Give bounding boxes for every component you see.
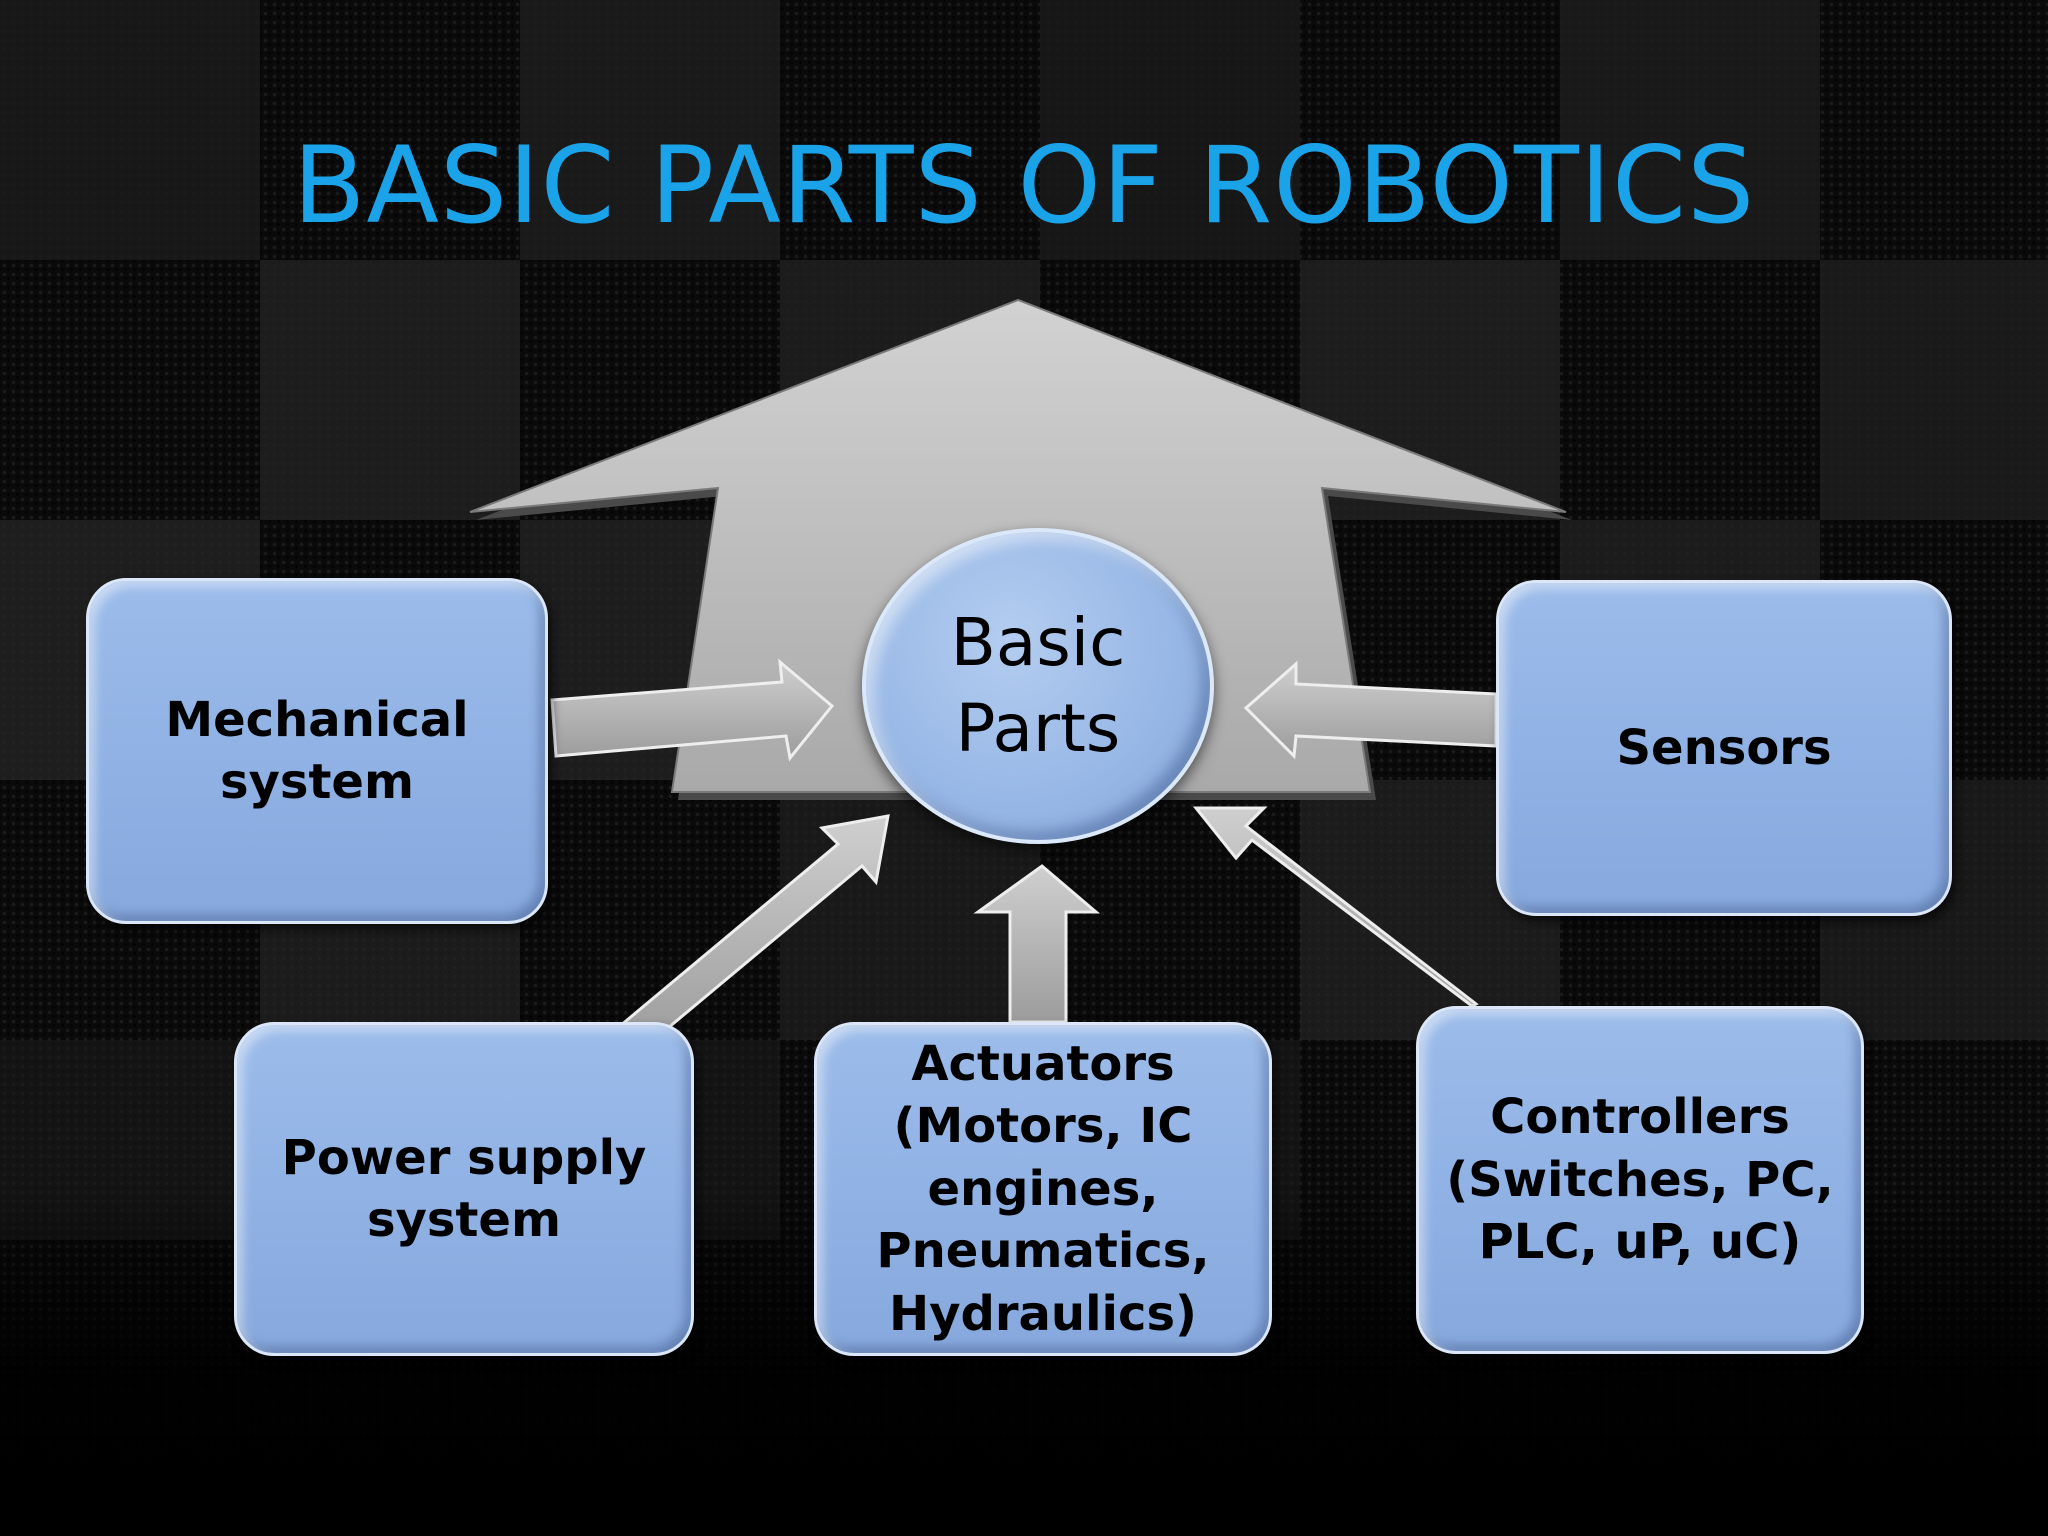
node-power-label: Power supply system xyxy=(281,1129,647,1248)
arrow-mechanical-to-center xyxy=(550,658,835,762)
node-power-supply-system: Power supply system xyxy=(234,1022,694,1356)
center-node-label: Basic Parts xyxy=(950,604,1126,767)
node-actuators: Actuators (Motors, IC engines, Pneumatic… xyxy=(814,1022,1272,1356)
node-mechanical-label: Mechanical system xyxy=(165,691,469,810)
arrow-sensors-to-center xyxy=(1243,660,1498,760)
node-sensors-label: Sensors xyxy=(1616,719,1832,776)
arrow-controllers-to-center xyxy=(1192,806,1479,1008)
node-actuators-label: Actuators (Motors, IC engines, Pneumatic… xyxy=(876,1036,1210,1342)
center-node-basic-parts: Basic Parts xyxy=(862,528,1214,844)
node-mechanical-system: Mechanical system xyxy=(86,578,548,924)
node-sensors: Sensors xyxy=(1496,580,1952,916)
node-controllers: Controllers (Switches, PC, PLC, uP, uC) xyxy=(1416,1006,1864,1354)
arrow-actuators-to-center xyxy=(973,864,1101,1024)
slide-title: BASIC PARTS OF ROBOTICS xyxy=(292,124,1756,247)
node-controllers-label: Controllers (Switches, PC, PLC, uP, uC) xyxy=(1446,1089,1834,1271)
arrow-power-to-center xyxy=(617,814,890,1050)
